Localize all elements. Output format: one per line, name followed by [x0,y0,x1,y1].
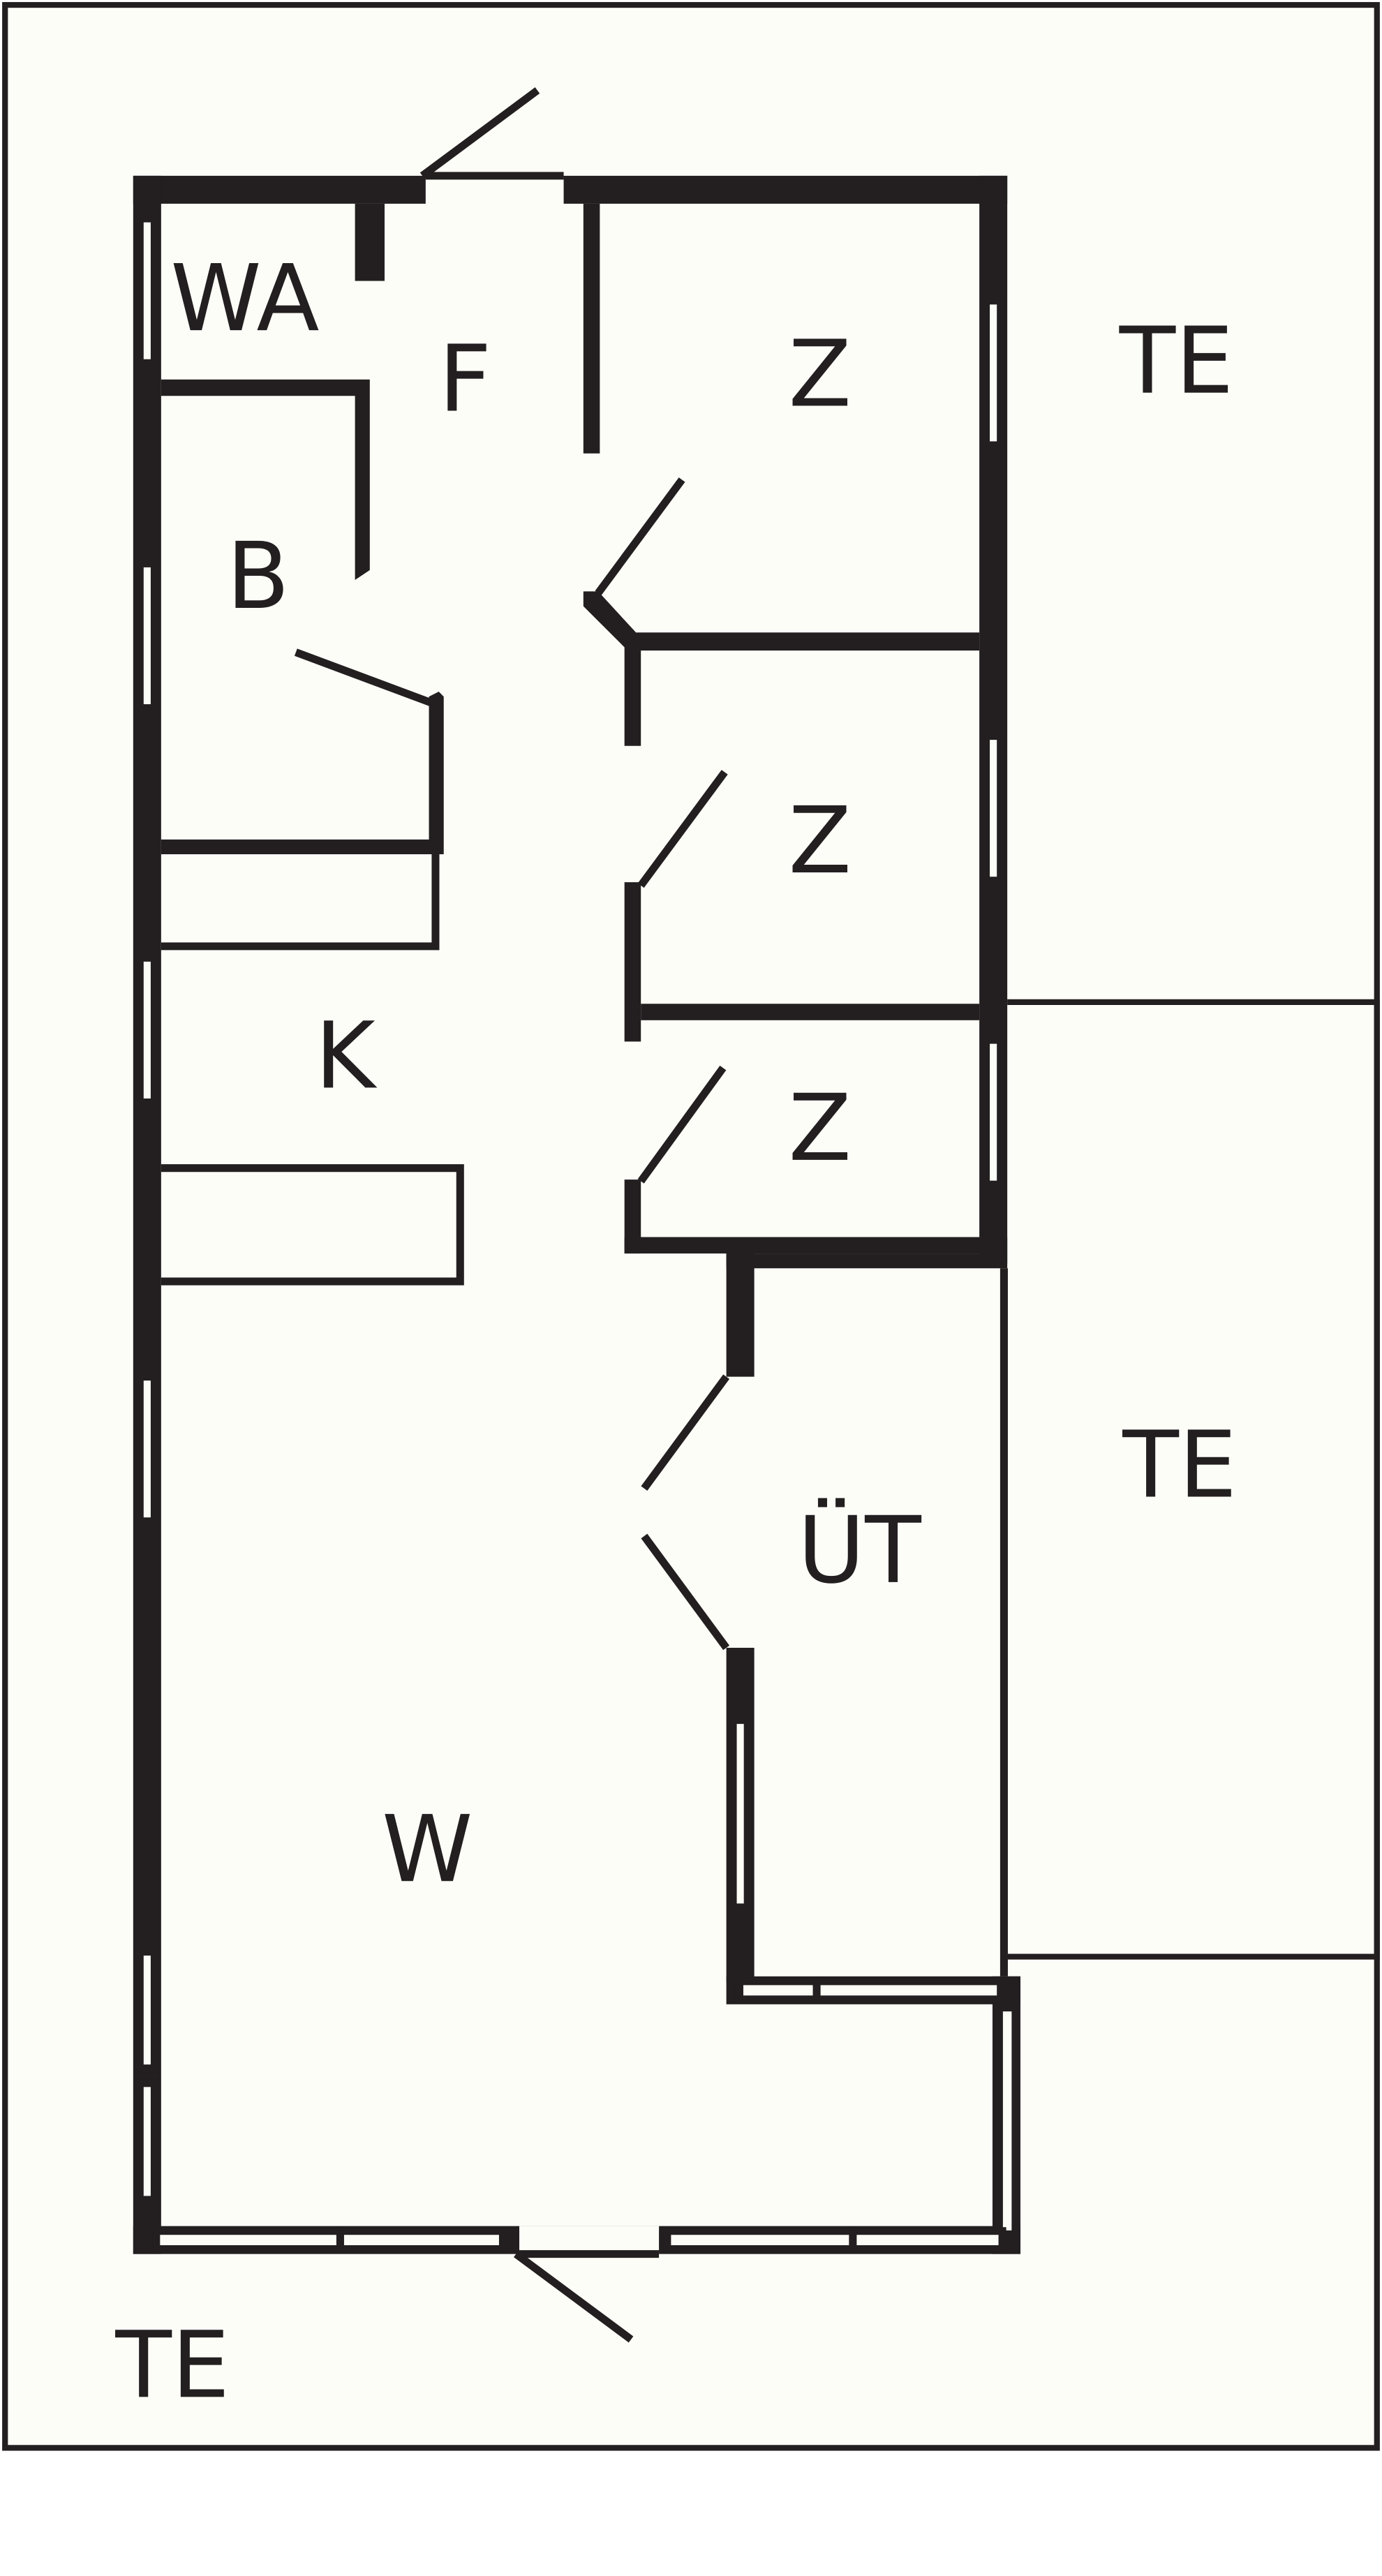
terrace-label-top: TE [1119,308,1234,415]
terrace-dividers [1007,999,1380,1960]
room-label-utility: ÜT [798,1498,921,1605]
bath-door-leaf [294,648,434,707]
kitchen-counter-lower [161,1164,464,1286]
room-label-living: W [382,1796,473,1903]
fixtures [161,854,464,1286]
room-label-hall: F [438,326,491,433]
bedroom-2-door-leaf [637,770,728,888]
room-label-bath: B [227,523,290,630]
entrance-door-leaf [419,87,540,179]
room-labels: WA F B Z Z Z K ÜT W TE TE TE [114,246,1237,2419]
windows [135,214,1020,2258]
patio-door-leaf [514,2251,634,2343]
room-label-bedroom-2: Z [789,788,852,895]
room-label-kitchen: K [315,1003,378,1110]
bedroom-1-door-leaf [595,477,685,596]
room-label-bedroom-1: Z [789,321,852,428]
terrace-label-middle: TE [1122,1412,1237,1519]
utility-door-leaf-upper [641,1374,730,1491]
room-label-bedroom-3: Z [789,1075,852,1182]
bedroom-3-door-leaf [637,1065,727,1184]
doors [294,87,730,2343]
kitchen-counter-upper [161,854,440,951]
utility-door-leaf-lower [641,1533,730,1651]
room-label-wc: WA [170,246,319,352]
terrace-label-bottom: TE [114,2312,230,2419]
apartment-floor [148,191,1003,2244]
